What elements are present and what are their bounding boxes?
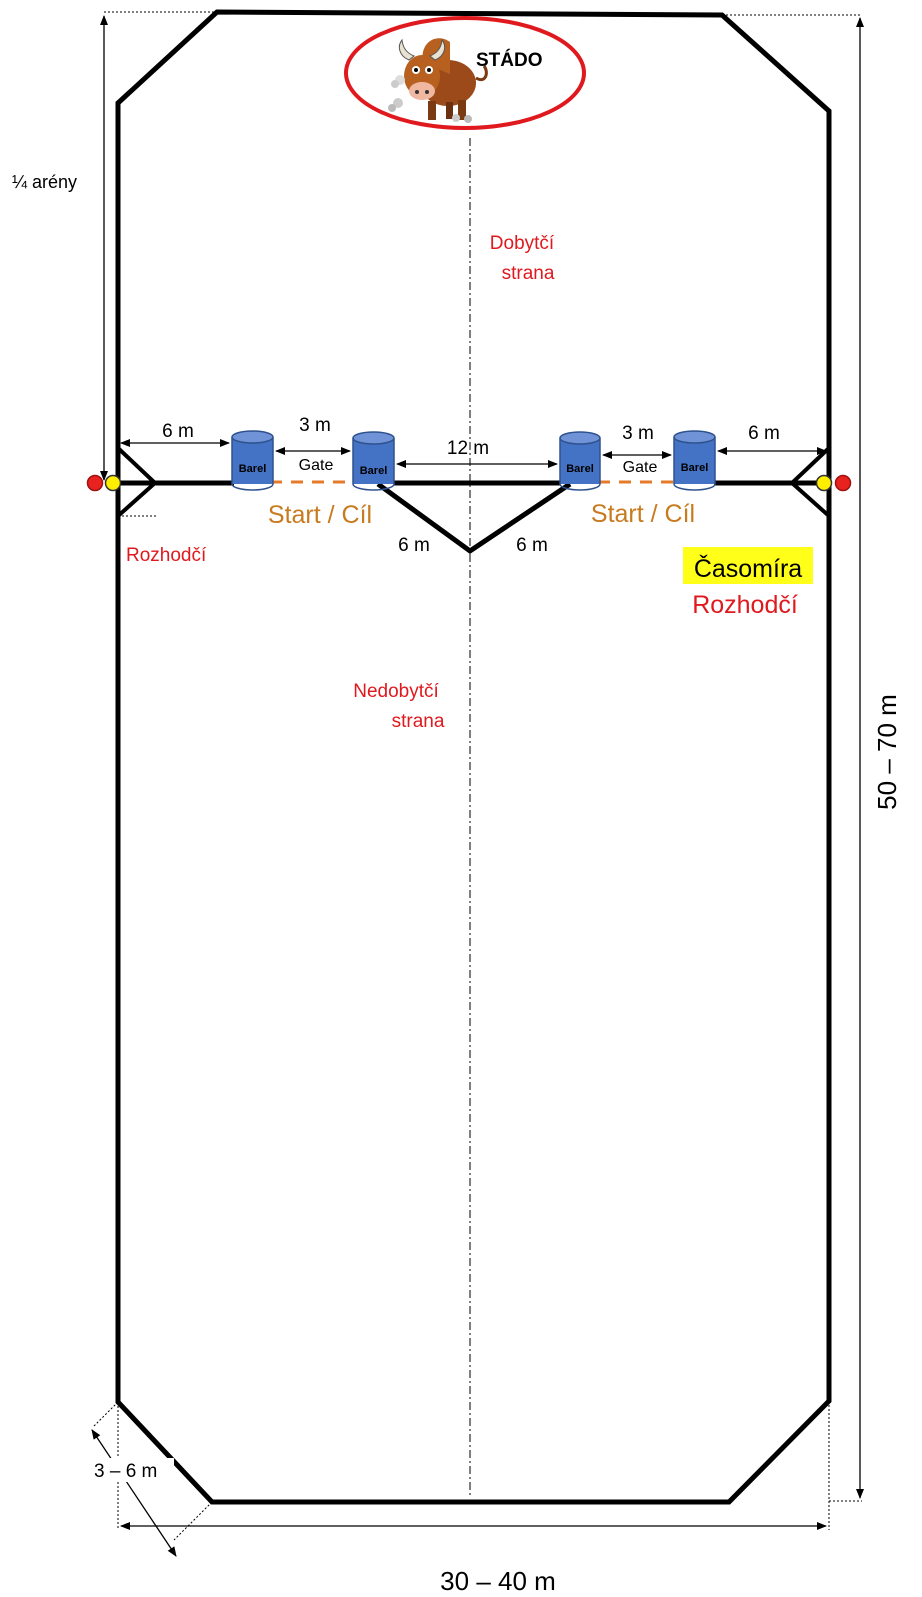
left-small-v xyxy=(116,446,158,518)
gate-right-label: Gate xyxy=(623,459,658,476)
barrel-label: Barel xyxy=(239,463,267,475)
barrel-icon: Barel xyxy=(231,430,274,491)
quarter-arena-label: ¼ arény xyxy=(12,172,77,192)
cattle-side-label-2: strana xyxy=(502,263,555,284)
non-cattle-side-label-2: strana xyxy=(392,711,445,732)
judge-left-label: Rozhodčí xyxy=(126,545,207,566)
barrel-icon: Barel xyxy=(352,431,395,491)
barrel-label: Barel xyxy=(566,463,594,475)
corner-cut-label: 3 – 6 m xyxy=(94,1461,157,1482)
gate-left-label: Gate xyxy=(299,457,334,474)
barrel-icon: Barel xyxy=(559,431,601,491)
dim-gate-right-label: 3 m xyxy=(622,423,654,444)
v-left-label: 6 m xyxy=(398,535,430,556)
timekeeper-highlight xyxy=(683,547,813,584)
arena-outline xyxy=(115,9,832,1505)
flag-marker-icon xyxy=(815,474,852,492)
start-finish-left-label: Start / Cíl xyxy=(268,501,372,529)
herd-zone: STÁDO xyxy=(344,16,586,130)
bull-icon xyxy=(388,38,488,123)
barrel-label: Barel xyxy=(681,462,709,474)
dim-gate-left-label: 3 m xyxy=(299,415,331,436)
corner-ext-a xyxy=(93,1401,119,1427)
dim-left-edge-label: 6 m xyxy=(162,421,194,442)
corner-ext-b xyxy=(173,1501,213,1541)
right-small-v xyxy=(789,446,831,518)
arena-length-label: 50 – 70 m xyxy=(872,694,902,810)
non-cattle-side-label-1: Nedobytčí xyxy=(353,681,439,702)
corner-label-bg xyxy=(92,1458,174,1482)
dim-between-gates-label: 12 m xyxy=(447,438,489,459)
arena-width-label: 30 – 40 m xyxy=(440,1566,556,1596)
barrel-label: Barel xyxy=(360,465,388,477)
barrel-icon: Barel xyxy=(673,430,716,491)
v-right-label: 6 m xyxy=(516,535,548,556)
timekeeper-label: Časomíra xyxy=(694,554,802,583)
dim-right-edge-label: 6 m xyxy=(748,423,780,444)
judge-right-label: Rozhodčí xyxy=(692,591,798,619)
flag-marker-icon xyxy=(86,474,122,492)
cattle-side-label-1: Dobytčí xyxy=(490,233,555,254)
corner-cut-arrow xyxy=(91,1429,177,1557)
herd-label: STÁDO xyxy=(476,49,543,71)
start-finish-right-label: Start / Cíl xyxy=(591,500,695,528)
center-v xyxy=(376,481,572,555)
